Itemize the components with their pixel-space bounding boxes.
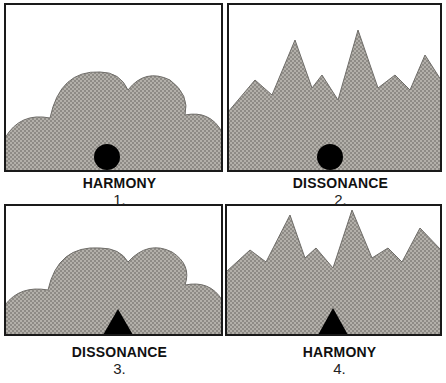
panel-caption: DISSONANCE [5, 344, 234, 360]
round-hills [5, 248, 222, 335]
panel-number: 4. [226, 360, 446, 377]
panel-frame [228, 4, 441, 171]
panel-caption: HARMONY [5, 175, 234, 191]
composition-panel: HARMONY4. [226, 205, 446, 377]
panel-number: 3. [5, 360, 234, 377]
round-hills [5, 72, 222, 171]
panel-caption: DISSONANCE [228, 175, 446, 191]
panel-number: 2. [228, 191, 446, 208]
composition-panel: DISSONANCE2. [228, 4, 446, 208]
triangle-shape [103, 309, 133, 335]
panel-caption: HARMONY [226, 344, 446, 360]
composition-panel: DISSONANCE3. [5, 205, 234, 377]
panel-frame [5, 4, 222, 171]
jagged-mountains [228, 30, 441, 171]
panel-four-art [226, 205, 441, 335]
triangle-shape [318, 308, 348, 335]
composition-panel: HARMONY1. [5, 4, 234, 208]
panel-two-art [228, 4, 441, 171]
jagged-mountains [226, 210, 441, 335]
panel-three-art [5, 205, 222, 335]
panel-frame [226, 205, 441, 335]
panel-frame [5, 205, 222, 335]
panel-one-art [5, 4, 222, 171]
circle-shape [317, 144, 343, 170]
circle-shape [94, 144, 120, 170]
panel-number: 1. [5, 191, 234, 208]
